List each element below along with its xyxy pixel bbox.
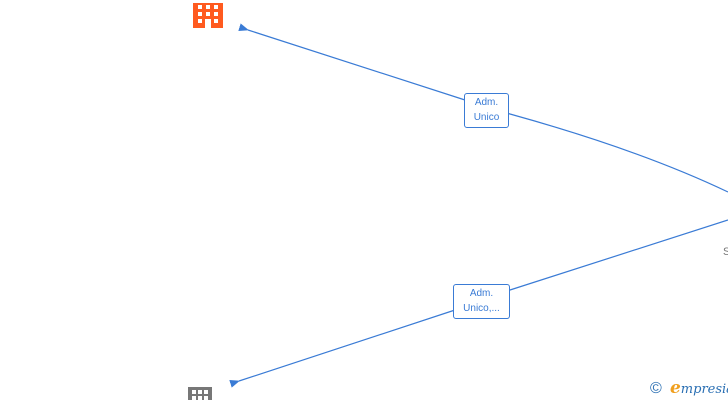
edge-line-top [238,23,728,193]
building-icon[interactable] [193,3,223,28]
edge-label-line: Adm. [469,288,494,299]
brand-name: mpresia [680,382,728,397]
brand-initial: e [669,378,681,398]
edge-label-line: Adm. [474,97,499,108]
node-label-cut: S [723,246,728,258]
brand-logo: empresia [670,378,728,398]
copyright-icon: © [650,380,662,397]
edge-label-bottom[interactable]: Adm. Unico,... [453,284,510,319]
building-icon[interactable] [188,387,212,400]
edge-label-line: Unico [473,112,500,123]
edge-label-top[interactable]: Adm. Unico [464,93,509,128]
watermark: © empresia [650,378,728,398]
edge-label-line: Unico,... [463,303,500,314]
